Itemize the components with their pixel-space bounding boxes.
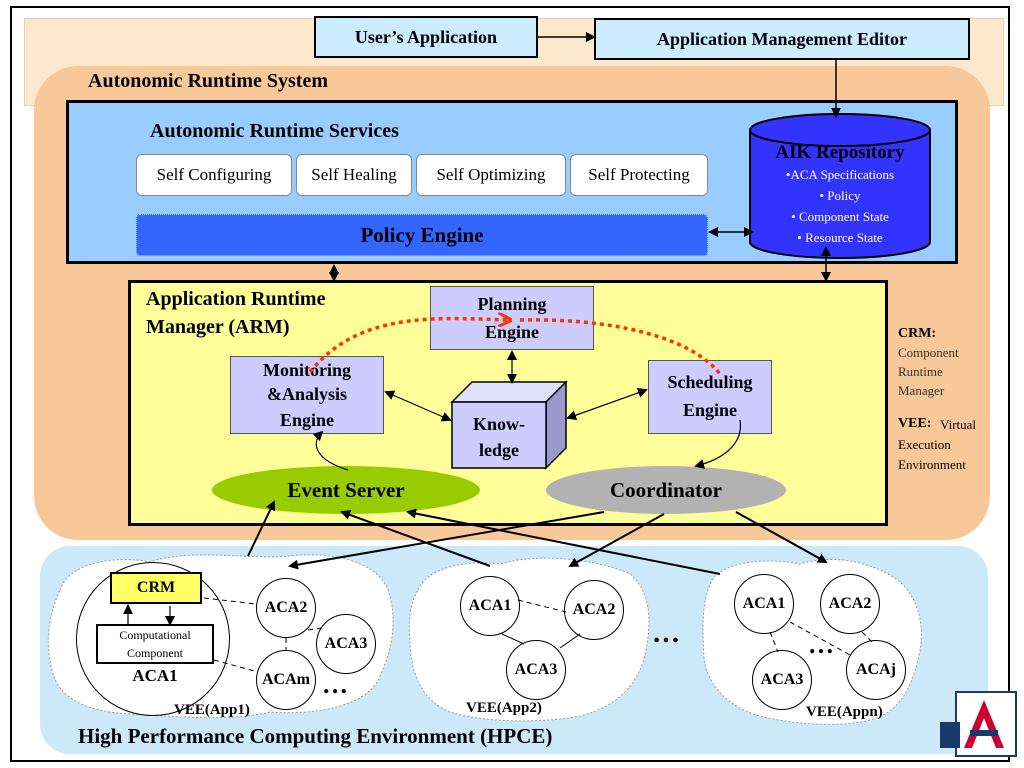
outer-frame bbox=[10, 6, 1010, 762]
vee3-acaj: ACAj bbox=[846, 640, 906, 700]
vee3-ellipsis: … bbox=[808, 630, 834, 659]
computational-component-line2: Component bbox=[127, 646, 183, 660]
legend-vee-abbr: VEE: bbox=[898, 416, 932, 431]
scheduling-engine-line1: Scheduling bbox=[667, 372, 753, 392]
coordinator-ellipse: Coordinator bbox=[546, 466, 786, 514]
legend-vee-line2: Execution bbox=[898, 437, 951, 452]
autonomic-runtime-system-title: Autonomic Runtime System bbox=[88, 70, 328, 92]
legend-vee-line3: Environment bbox=[898, 457, 966, 472]
event-server-ellipse: Event Server bbox=[212, 466, 480, 514]
vee1-ellipsis: … bbox=[322, 670, 348, 699]
aik-repository-title: AIK Repository bbox=[775, 142, 905, 163]
legend-crm-abbr: CRM: bbox=[898, 326, 937, 341]
users-application-box: User’s Application bbox=[314, 16, 538, 58]
legend-crm-line1: Component bbox=[898, 345, 959, 360]
vee1-acam: ACAm bbox=[256, 650, 316, 710]
legend-crm-line2: Runtime bbox=[898, 364, 943, 379]
knowledge-line1: Know- bbox=[472, 414, 525, 434]
aik-item-aca-specs: •ACA Specifications bbox=[785, 167, 895, 182]
vee3-aca1: ACA1 bbox=[734, 574, 794, 634]
hpce-title: High Performance Computing Environment (… bbox=[78, 724, 553, 748]
arm-title-line2: Manager (ARM) bbox=[146, 316, 290, 338]
autonomic-runtime-services-title: Autonomic Runtime Services bbox=[150, 120, 399, 142]
scheduling-engine-line2: Engine bbox=[682, 400, 738, 420]
self-optimizing-box: Self Optimizing bbox=[416, 154, 566, 196]
crm-box: CRM bbox=[110, 572, 202, 604]
vee2-aca1: ACA1 bbox=[460, 576, 520, 636]
vee2-aca2: ACA2 bbox=[564, 580, 624, 640]
between-vee-ellipsis: … bbox=[652, 618, 680, 649]
university-logo bbox=[940, 691, 1017, 757]
knowledge-line2: ledge bbox=[479, 440, 519, 460]
computational-component-box bbox=[96, 624, 214, 664]
vee2-aca3: ACA3 bbox=[506, 640, 566, 700]
policy-engine-bar: Policy Engine bbox=[136, 214, 708, 256]
planning-engine-line2: Engine bbox=[484, 322, 540, 342]
aik-item-policy: • Policy bbox=[819, 188, 861, 203]
vee3-aca2: ACA2 bbox=[820, 574, 880, 634]
computational-component-line1: Computational bbox=[119, 628, 191, 642]
vee1-label: VEE(App1) bbox=[174, 702, 250, 718]
planning-engine-line1: Planning bbox=[477, 294, 547, 314]
vee1-aca1-label: ACA1 bbox=[132, 666, 178, 685]
self-healing-box: Self Healing bbox=[296, 154, 412, 196]
aik-repository-cylinder bbox=[749, 113, 931, 259]
self-protecting-box: Self Protecting bbox=[570, 154, 708, 196]
monitoring-engine-line2: &Analysis bbox=[266, 384, 347, 404]
vee3-label: VEE(Appn) bbox=[806, 704, 883, 720]
vee1-aca2: ACA2 bbox=[256, 578, 316, 638]
knowledge-cube bbox=[450, 380, 568, 470]
arm-title-line1: Application Runtime bbox=[146, 288, 326, 310]
aik-item-component-state: • Component State bbox=[791, 209, 889, 224]
aik-item-resource-state: • Resource State bbox=[797, 230, 883, 245]
application-management-editor-box: Application Management Editor bbox=[594, 18, 970, 60]
vee1-aca3: ACA3 bbox=[316, 614, 376, 674]
monitoring-engine-line1: Monitoring bbox=[263, 360, 351, 380]
monitoring-engine-line3: Engine bbox=[279, 410, 335, 430]
legend-crm-line3: Manager bbox=[898, 383, 945, 398]
legend-vee-line1: Virtual bbox=[940, 417, 977, 432]
self-configuring-box: Self Configuring bbox=[136, 154, 292, 196]
vee3-aca3: ACA3 bbox=[752, 650, 812, 710]
vee2-label: VEE(App2) bbox=[466, 700, 542, 716]
